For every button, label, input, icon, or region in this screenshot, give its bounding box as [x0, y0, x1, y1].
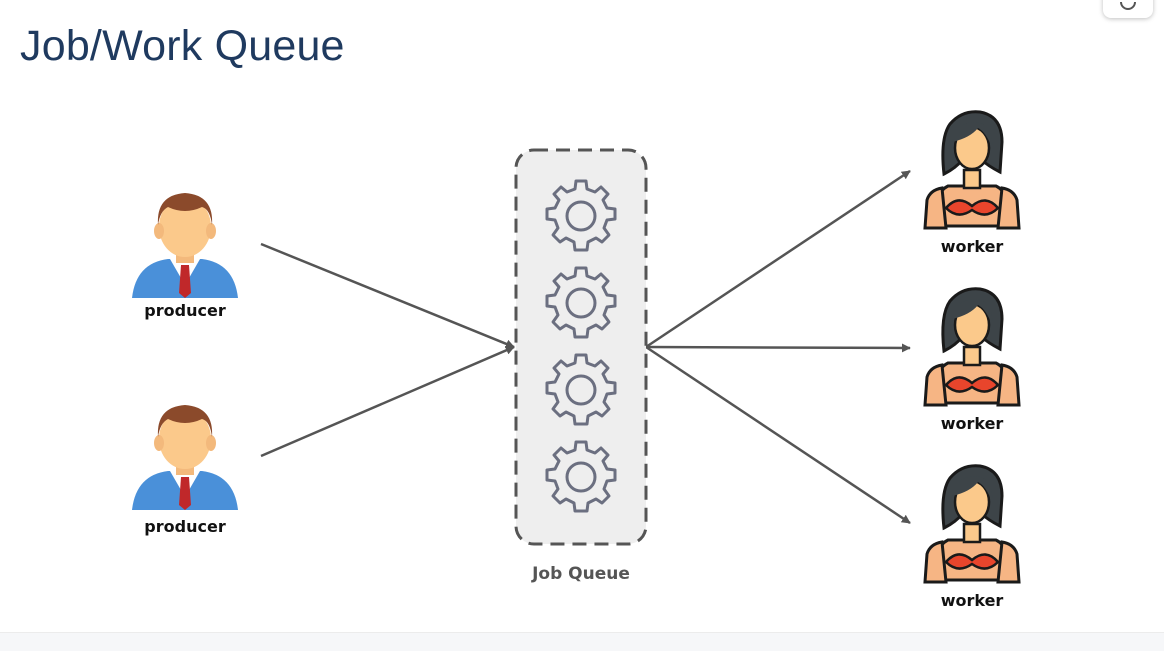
arrows — [260, 169, 911, 525]
footer-strip — [0, 632, 1164, 651]
worker-label: worker — [941, 414, 1004, 433]
producer-node-2: producer — [132, 405, 238, 536]
worker-icon — [923, 464, 1021, 584]
arrow-queue-to-worker-2 — [645, 343, 911, 353]
page-title: Job/Work Queue — [20, 22, 345, 70]
worker-icon — [923, 110, 1021, 230]
arrow-producer-2-to-queue — [260, 345, 515, 458]
arrow-queue-to-worker-1 — [645, 169, 911, 349]
worker-node-2: worker — [923, 287, 1021, 433]
job-queue: Job Queue — [514, 148, 648, 584]
arrow-queue-to-worker-3 — [645, 345, 911, 525]
worker-node-1: worker — [923, 110, 1021, 256]
arrow-producer-1-to-queue — [260, 242, 515, 349]
partial-icon — [1120, 2, 1136, 10]
producer-icon — [132, 405, 238, 510]
queue-container — [514, 148, 648, 546]
worker-node-3: worker — [923, 464, 1021, 610]
producer-label: producer — [144, 517, 226, 536]
producer-node-1: producer — [132, 193, 238, 320]
producer-icon — [132, 193, 238, 298]
worker-label: worker — [941, 237, 1004, 256]
corner-menu-button[interactable] — [1103, 0, 1153, 18]
queue-label: Job Queue — [531, 564, 630, 584]
worker-icon — [923, 287, 1021, 407]
worker-label: worker — [941, 591, 1004, 610]
producer-label: producer — [144, 301, 226, 320]
